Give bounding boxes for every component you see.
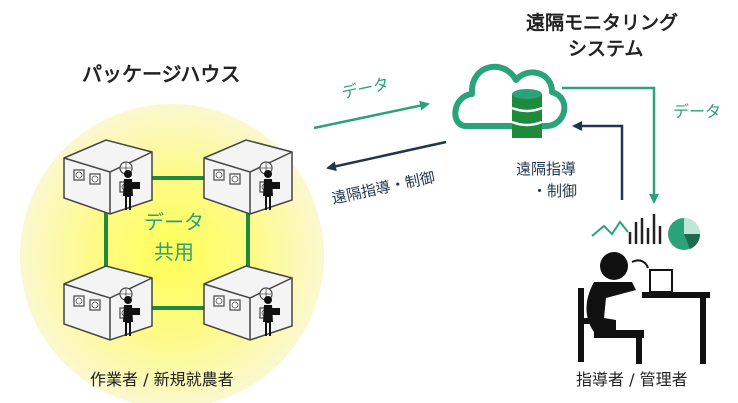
data-shared-label-line1: データ	[144, 210, 204, 234]
person-at-desk-icon	[578, 252, 710, 364]
data-arrow-to-cloud	[313, 100, 430, 130]
bar-chart-icon	[591, 214, 662, 244]
data-label-right: データ	[673, 102, 722, 121]
remote-guidance-label-right-line1: 遠隔指導	[516, 160, 577, 178]
remote-system-title-line1: 遠隔モニタリング	[526, 12, 679, 34]
package-house-title: パッケージハウス	[82, 62, 241, 86]
database-icon	[511, 89, 543, 138]
remote-guidance-label-right-line2: ・制御	[532, 182, 578, 200]
data-shared-label-line2: 共用	[154, 240, 194, 264]
remote-system-title-line2: システム	[568, 38, 644, 60]
managers-caption: 指導者 / 管理者	[576, 370, 688, 389]
pie-chart-icon	[668, 218, 701, 250]
data-arrow-to-managers	[562, 86, 659, 204]
guidance-arrow-to-cloud	[572, 121, 624, 200]
guidance-arrow-to-houses	[326, 140, 447, 172]
cloud-icon	[452, 63, 568, 129]
house-network	[104, 176, 250, 310]
workers-caption: 作業者 / 新規就農者	[90, 370, 234, 389]
